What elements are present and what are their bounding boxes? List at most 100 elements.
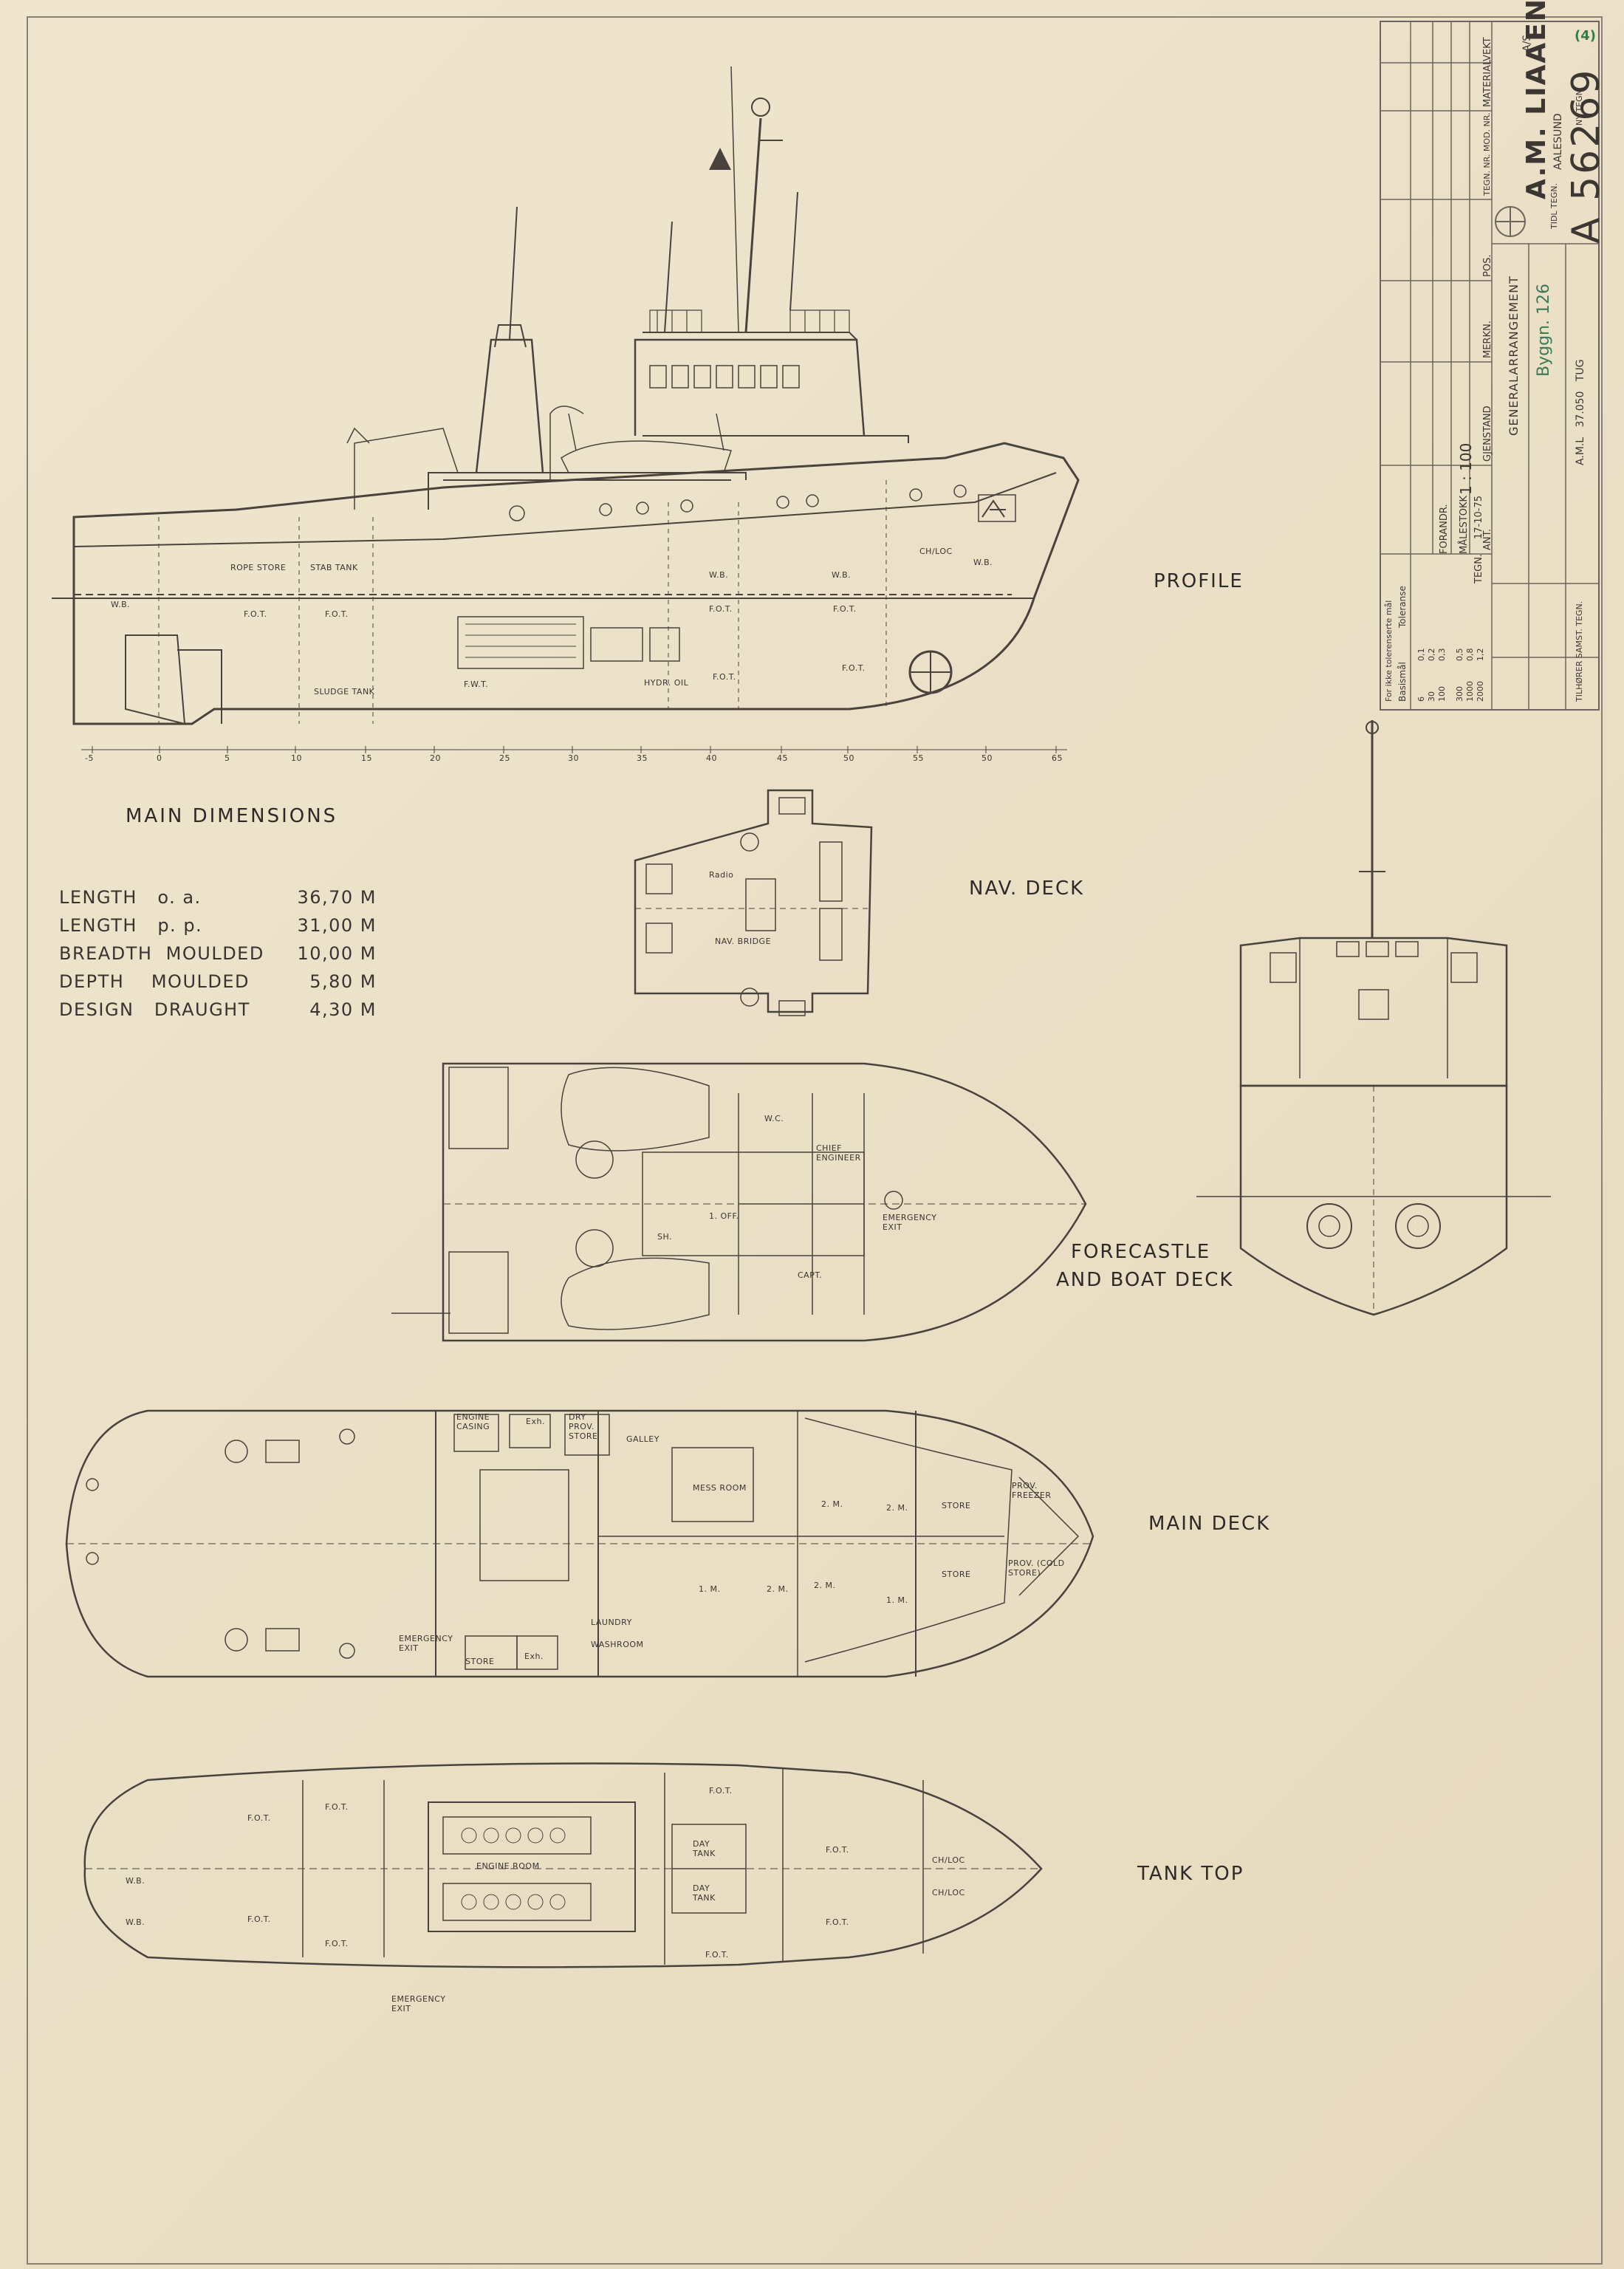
drawing-reference: A.M.L 37.050 TUG (1575, 359, 1586, 465)
label-fot-4: F.O.T. (833, 604, 857, 614)
scale-tick: 5 (225, 753, 230, 763)
tank-top-title: TANK TOP (1137, 1863, 1244, 1885)
dimension-value: 5,80 M (309, 971, 377, 992)
drawing-title: GENERALARRANGEMENT (1507, 276, 1521, 436)
tolerance-value: 0,1 (1416, 648, 1426, 662)
nav-deck-drawing (634, 789, 873, 1016)
label-emergency-exit-fc: EMERGENCY EXIT (883, 1213, 937, 1232)
label-tt-fot-7: F.O.T. (826, 1917, 849, 1927)
drawn-label: TEGN. (1473, 553, 1484, 583)
new-drawing-label: NY TEGN. (1575, 86, 1584, 126)
dimension-label: DESIGN DRAUGHT (59, 999, 250, 1020)
label-wb-aft: W.B. (111, 600, 131, 609)
label-stab-tank: STAB TANK (310, 563, 358, 572)
label-tt-ch-loc-1: CH/LOC (932, 1855, 965, 1865)
scale-value: 1 : 100 (1457, 442, 1475, 495)
label-wc: W.C. (764, 1114, 784, 1123)
dimension-value: 31,00 M (297, 915, 377, 936)
tolerance-value: 0,8 (1465, 648, 1475, 662)
label-wb-fwd: W.B. (832, 570, 852, 580)
header-item: GJENSTAND (1482, 405, 1493, 462)
label-prov-cold-store: PROV. (COLD STORE) (1008, 1558, 1065, 1578)
title-block-grid (1381, 22, 1598, 709)
header-remarks: MERKN. (1482, 321, 1493, 358)
dimension-row: LENGTH o. a.36,70 M (59, 883, 377, 911)
label-engine-room: ENGINE ROOM (476, 1861, 540, 1871)
label-shower: SH. (657, 1232, 673, 1242)
label-tt-wb-2: W.B. (126, 1917, 145, 1927)
hull-number: Byggn. 126 (1535, 284, 1553, 377)
dimension-label: DEPTH MOULDED (59, 971, 250, 992)
label-rope-store: ROPE STORE (230, 563, 287, 572)
label-2m-2: 2. M. (886, 1503, 908, 1513)
label-tt-fot-2: F.O.T. (325, 1802, 349, 1812)
label-wb-mid: W.B. (709, 570, 729, 580)
label-2m-4: 2. M. (814, 1581, 836, 1590)
label-captain: CAPT. (798, 1270, 823, 1280)
company-suffix: A/S (1521, 34, 1533, 52)
scale-tick: 15 (361, 753, 372, 763)
header-material: MATERIAL (1482, 59, 1493, 107)
label-exh-1: Exh. (526, 1417, 545, 1426)
drawing-frame (27, 16, 1603, 2265)
revision-badge: (4) (1575, 28, 1596, 44)
label-fot-3: F.O.T. (709, 604, 733, 614)
scale-label: MÅLESTOKK (1459, 495, 1470, 554)
label-laundry: LAUNDRY (591, 1618, 632, 1627)
scale-tick: 35 (637, 753, 648, 763)
scale-tick: -5 (85, 753, 94, 763)
dimension-row: DEPTH MOULDED 5,80 M (59, 968, 377, 996)
tolerance-value: 0,5 (1455, 648, 1464, 662)
label-dry-prov-store: DRY PROV. STORE (569, 1412, 598, 1441)
label-1m-1: 1. M. (699, 1584, 721, 1594)
drawing-number: A 56269 (1564, 67, 1608, 244)
tolerance-basis: 30 (1427, 691, 1436, 702)
label-tt-emergency-exit: EMERGENCY EXIT (391, 1994, 446, 2013)
label-fot-2: F.O.T. (325, 609, 349, 619)
dimension-row: LENGTH p. p.31,00 M (59, 911, 377, 940)
label-radio: Radio (709, 870, 734, 880)
tolerance-value: 0,3 (1437, 648, 1447, 662)
label-fot-1: F.O.T. (244, 609, 267, 619)
main-dimensions-title: MAIN DIMENSIONS (126, 805, 338, 827)
label-day-tank-1: DAY TANK (693, 1839, 716, 1858)
forecastle-drawing (391, 1062, 1087, 1342)
scale-tick: 55 (913, 753, 924, 763)
title-block: A.M. LIAAEN A/S AALESUND A 56269 (4) GEN… (1380, 0, 1608, 711)
label-tt-fot-8: F.O.T. (705, 1950, 729, 1960)
nav-deck-title: NAV. DECK (969, 877, 1085, 900)
label-washroom: WASHROOM (591, 1640, 644, 1649)
label-2m-1: 2. M. (821, 1499, 843, 1509)
label-tt-fot-5: F.O.T. (709, 1786, 733, 1796)
front-elevation-drawing (1196, 720, 1551, 1316)
dimension-label: BREADTH MOULDED (59, 943, 264, 964)
label-engine-casing: ENGINE CASING (456, 1412, 490, 1431)
label-nav-bridge: NAV. BRIDGE (715, 937, 772, 946)
label-tt-wb-1: W.B. (126, 1876, 145, 1886)
header-weight: VEKT (1482, 37, 1493, 61)
label-tt-ch-loc-2: CH/LOC (932, 1888, 965, 1897)
label-sludge-tank: SLUDGE TANK (314, 687, 375, 697)
tolerance-value: 1,2 (1476, 648, 1485, 662)
profile-title: PROFILE (1154, 570, 1244, 592)
dimension-value: 10,00 M (297, 943, 377, 964)
change-label: FORANDR. (1439, 504, 1450, 554)
dimension-label: LENGTH o. a. (59, 887, 202, 908)
scale-tick: 30 (568, 753, 579, 763)
label-hydr-oil: HYDR. OIL (644, 678, 689, 688)
label-chief-engineer: CHIEF ENGINEER (816, 1143, 861, 1163)
tolerance-label: Toleranse (1397, 586, 1408, 628)
forecastle-title-line1: FORECASTLE (1071, 1241, 1211, 1263)
main-deck-drawing (65, 1409, 1094, 1678)
label-store-2: STORE (942, 1570, 971, 1579)
label-store-1: STORE (942, 1501, 971, 1510)
tolerance-basis: 300 (1455, 686, 1464, 702)
label-1m-2: 1. M. (886, 1595, 908, 1605)
label-2m-3: 2. M. (767, 1584, 789, 1594)
tolerance-basis: 1000 (1465, 681, 1475, 702)
scale-tick: 0 (157, 753, 162, 763)
previous-drawing-label: TIDL TEGN. (1549, 183, 1559, 229)
label-ch-loc: CH/LOC (919, 547, 953, 556)
scale-tick: 45 (777, 753, 788, 763)
